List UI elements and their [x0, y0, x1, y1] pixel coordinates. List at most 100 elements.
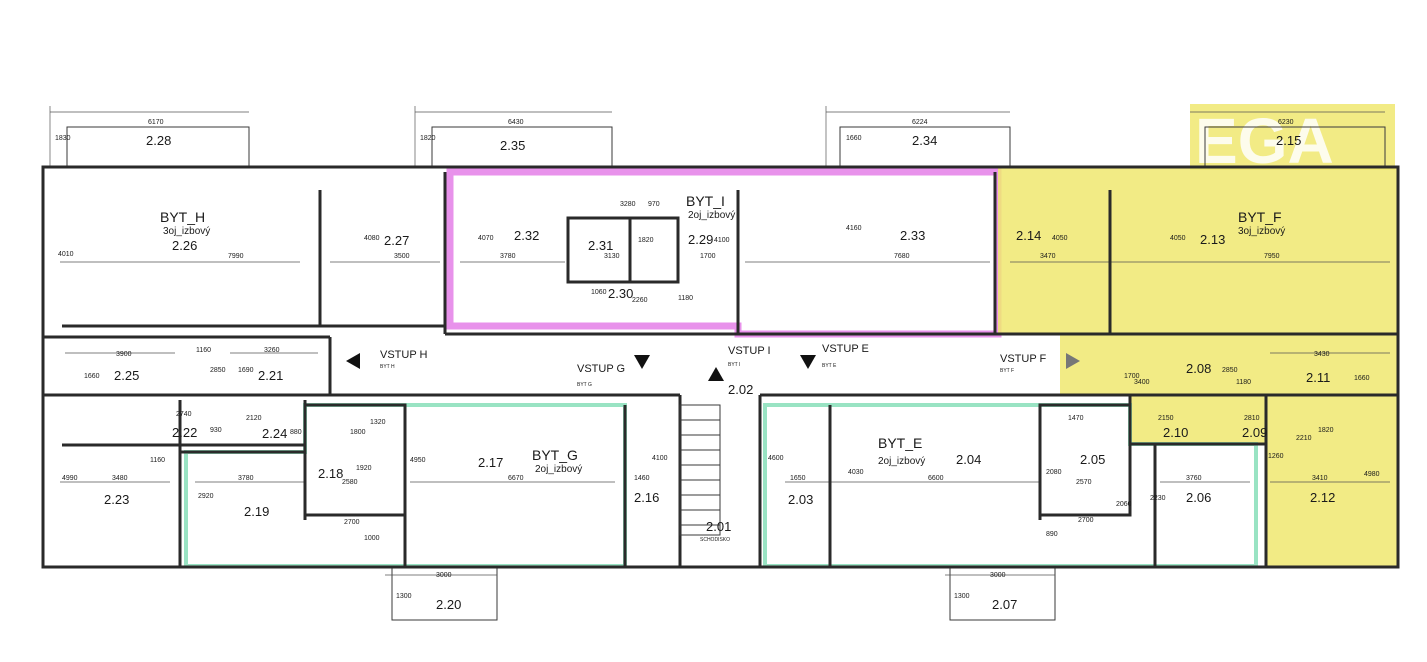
- apartment-name: BYT_G: [532, 447, 578, 463]
- room-number: 2.32: [514, 228, 539, 243]
- dimension-lines: [49, 106, 1390, 576]
- dimension: 4950: [410, 457, 426, 464]
- dimension: 4070: [478, 235, 494, 242]
- dimension: 1690: [238, 367, 254, 374]
- entry-label: VSTUP F: [1000, 353, 1047, 365]
- dimension: 3280: [620, 201, 636, 208]
- entry-sublabel: BYT I: [728, 362, 740, 368]
- room-number: 2.24: [262, 426, 287, 441]
- room-number: 2.15: [1276, 133, 1301, 148]
- dimension: 1820: [1318, 427, 1334, 434]
- entry-sublabel: BYT E: [822, 363, 837, 369]
- dimension: 1660: [846, 135, 862, 142]
- dimension: 3430: [1314, 351, 1330, 358]
- apartment-type: 2oj_izbový: [535, 464, 582, 475]
- dimension: 1160: [196, 347, 211, 354]
- apartment-name: BYT_H: [160, 209, 205, 225]
- dimension: 6170: [148, 119, 164, 126]
- dimension: 1700: [700, 253, 716, 260]
- apartment-type: 2oj_izbový: [878, 456, 925, 467]
- apartment-name: BYT_E: [878, 435, 922, 451]
- dimension: 4080: [364, 235, 380, 242]
- room-number: 2.13: [1200, 232, 1225, 247]
- dimension: 2810: [1244, 415, 1260, 422]
- dimension: 2230: [1150, 495, 1166, 502]
- dimension: 4030: [848, 469, 864, 476]
- dimension: 3900: [116, 351, 132, 358]
- entry-sublabel: BYT F: [1000, 368, 1014, 374]
- entry-label: VSTUP E: [822, 343, 869, 355]
- dimension: 2920: [198, 493, 214, 500]
- dimension: 1470: [1068, 415, 1084, 422]
- dimension: 1060: [591, 289, 607, 296]
- room-number: 2.16: [634, 490, 659, 505]
- dimension: 1830: [55, 135, 71, 142]
- dimension: 4050: [1170, 235, 1186, 242]
- room-number: 2.07: [992, 597, 1017, 612]
- room-number: 2.30: [608, 286, 633, 301]
- dimension: 2850: [210, 367, 226, 374]
- arrow-up-icon: [708, 367, 724, 381]
- arrow-right-icon: [1066, 353, 1080, 369]
- room-labels: 2.28 2.35 2.34 2.15 2.26 2.27 2.32 2.31 …: [104, 133, 1335, 612]
- dimension: 3470: [1040, 253, 1056, 260]
- apartment-name: BYT_F: [1238, 209, 1282, 225]
- room-number: 2.34: [912, 133, 937, 148]
- room-number: 2.29: [688, 232, 713, 247]
- entry-sublabel: BYT H: [380, 364, 395, 370]
- room-number: 2.11: [1306, 370, 1330, 385]
- dimension: 1800: [350, 429, 366, 436]
- dimension: 3000: [990, 572, 1006, 579]
- room-number: 2.23: [104, 492, 129, 507]
- room-number: 2.14: [1016, 228, 1041, 243]
- dimension: 2210: [1296, 435, 1312, 442]
- room-number: 2.10: [1163, 425, 1188, 440]
- outer-wall: [41, 165, 1400, 569]
- dimension: 930: [210, 427, 222, 434]
- apartment-type: 3oj_izbový: [163, 226, 210, 237]
- room-number: 2.04: [956, 452, 981, 467]
- entry-labels: VSTUP H BYT H VSTUP G BYT G VSTUP I BYT …: [380, 343, 1047, 543]
- room-number: 2.18: [318, 466, 343, 481]
- watermark-block: [1190, 104, 1395, 170]
- dimension: 7680: [894, 253, 910, 260]
- dimension: 1160: [150, 457, 165, 464]
- dimension: 2740: [176, 411, 192, 418]
- dimension: 2700: [1078, 517, 1094, 524]
- dimension: 3260: [264, 347, 280, 354]
- dimension: 1300: [396, 593, 412, 600]
- apartment-name: BYT_I: [686, 193, 725, 209]
- dimension: 1660: [1354, 375, 1370, 382]
- room-number: 2.27: [384, 233, 409, 248]
- dimension: 2570: [1076, 479, 1092, 486]
- arrow-down-icon: [634, 355, 650, 369]
- dimension: 7990: [228, 253, 244, 260]
- room-number: 2.20: [436, 597, 461, 612]
- room-number: 2.21: [258, 368, 283, 383]
- dimension: 4100: [652, 455, 668, 462]
- dimension: 1650: [790, 475, 806, 482]
- dimension: 3480: [112, 475, 128, 482]
- arrow-down-icon: [800, 355, 816, 369]
- dimension: 6224: [912, 119, 928, 126]
- dimension: 1180: [1236, 379, 1251, 386]
- walls: [41, 165, 1400, 569]
- entry-label: VSTUP I: [728, 345, 771, 357]
- dimension: 6670: [508, 475, 524, 482]
- entry-label: VSTUP H: [380, 349, 428, 361]
- dimension: 6430: [508, 119, 524, 126]
- dimension: 4600: [768, 455, 784, 462]
- dimension: 2850: [1222, 367, 1238, 374]
- apartment-type: 2oj_izbový: [688, 210, 735, 221]
- dimension: 1820: [638, 237, 654, 244]
- dimension: 6600: [928, 475, 944, 482]
- dimension: 1460: [634, 475, 650, 482]
- room-number: 2.17: [478, 455, 503, 470]
- watermark-text: EGA: [1195, 105, 1334, 177]
- room-number: 2.22: [172, 425, 197, 440]
- dimension-labels: 6170 6430 6224 6230 1830 1820 1660 4010 …: [55, 119, 1380, 600]
- dimension: 1260: [1268, 453, 1284, 460]
- staircase: [679, 404, 721, 536]
- dimension: 4160: [846, 225, 862, 232]
- dimension: 1300: [954, 593, 970, 600]
